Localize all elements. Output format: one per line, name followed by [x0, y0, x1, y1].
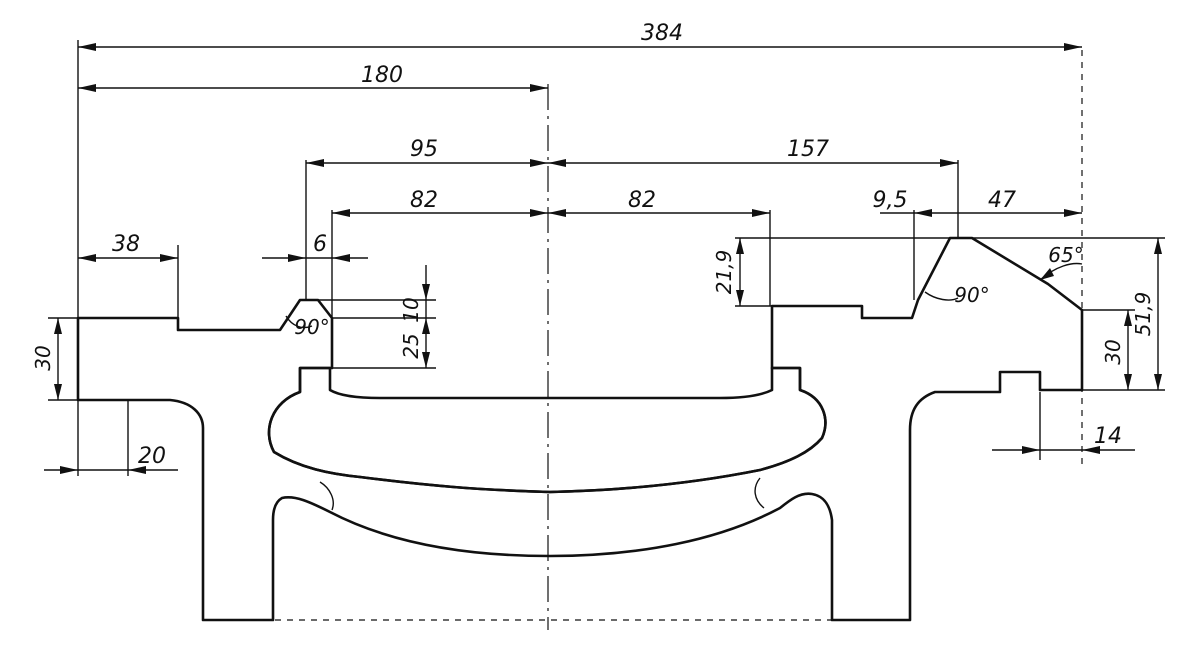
label-10: 10	[399, 297, 423, 322]
label-30-left: 30	[31, 345, 55, 370]
label-14: 14	[1094, 424, 1122, 449]
label-95: 95	[410, 137, 438, 162]
inner-cavity	[267, 366, 827, 494]
label-angle-90-right: 90°	[954, 283, 989, 307]
label-angle-90-left: 90°	[294, 315, 329, 339]
dimension-lines	[44, 43, 1162, 474]
label-82-left: 82	[410, 188, 438, 213]
label-47: 47	[988, 188, 1016, 213]
label-21-9: 21,9	[712, 250, 736, 295]
label-25: 25	[399, 333, 423, 358]
fillet-right	[754, 477, 765, 509]
label-82-right: 82	[628, 188, 656, 213]
label-157: 157	[787, 137, 829, 162]
dimension-labels: 384 180 95 157 82 82 9,5 47 38 6 10 25 2…	[31, 21, 1155, 469]
extension-lines	[48, 40, 1165, 476]
label-9-5: 9,5	[873, 188, 908, 213]
label-51-9: 51,9	[1131, 292, 1155, 337]
arc-90-left	[285, 315, 313, 329]
label-20: 20	[138, 444, 166, 469]
label-38: 38	[112, 232, 140, 257]
label-angle-65: 65°	[1048, 243, 1083, 267]
arc-90-right	[924, 291, 959, 301]
label-30-right: 30	[1101, 339, 1125, 364]
label-6: 6	[313, 232, 327, 257]
label-180: 180	[361, 63, 403, 88]
fillet-left	[319, 481, 334, 511]
label-384: 384	[641, 21, 683, 46]
cross-section	[76, 236, 1084, 622]
